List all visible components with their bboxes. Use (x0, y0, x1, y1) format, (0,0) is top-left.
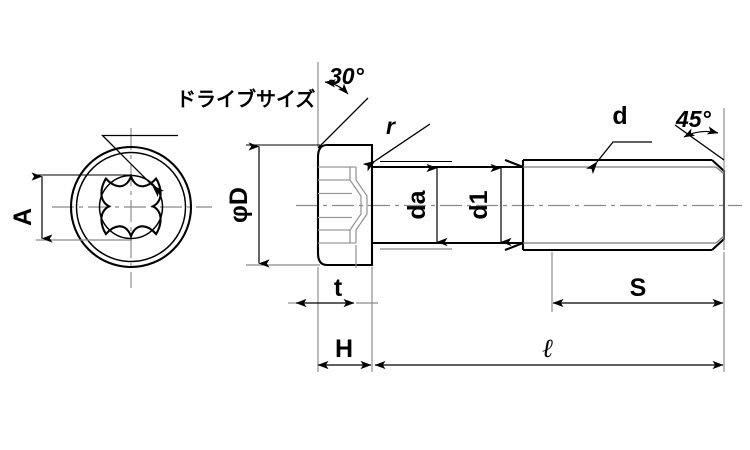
d-thread-leader (586, 141, 652, 175)
angle-45-arc (683, 126, 719, 138)
dimension-label-t: t (334, 274, 343, 302)
callout-label-d: d (612, 102, 627, 130)
dimension-label-da: da (403, 189, 431, 219)
callout-label-drive-size: ドライブサイズ (176, 87, 315, 111)
dimension-label-phi-d: φD (225, 187, 253, 223)
head-outline (316, 143, 374, 267)
head-end-view: A ドライブサイズ (9, 87, 315, 288)
point-chamfer-root-bottom (715, 235, 725, 244)
point-chamfer-root-top (715, 166, 725, 175)
angle-30-leader (317, 97, 369, 149)
angle-30-arc (324, 79, 349, 95)
dimension-label-d1: d1 (465, 190, 493, 219)
dimension-label-l: ℓ (542, 334, 553, 363)
side-section-view: 30° r d 45° φD da d1 t H (225, 62, 742, 372)
head-chamfer-circle (75, 151, 187, 263)
angle-45-leader (674, 124, 725, 161)
thread-runout-bottom (504, 242, 524, 251)
callout-label-angle-45: 45° (675, 106, 712, 132)
drive-size-leader-line (100, 134, 178, 198)
callout-label-angle-30: 30° (329, 63, 365, 89)
recess-depth-profile-outer (355, 167, 368, 243)
dimension-label-a: A (9, 208, 37, 226)
thread-runout-top (504, 159, 524, 168)
dimension-label-s: S (630, 274, 647, 302)
recess-depth-profile (349, 167, 362, 243)
head-outer-circle (69, 145, 193, 269)
r-fillet-leader (362, 123, 431, 172)
callout-label-r: r (386, 113, 396, 139)
dimension-label-h: H (335, 335, 353, 363)
